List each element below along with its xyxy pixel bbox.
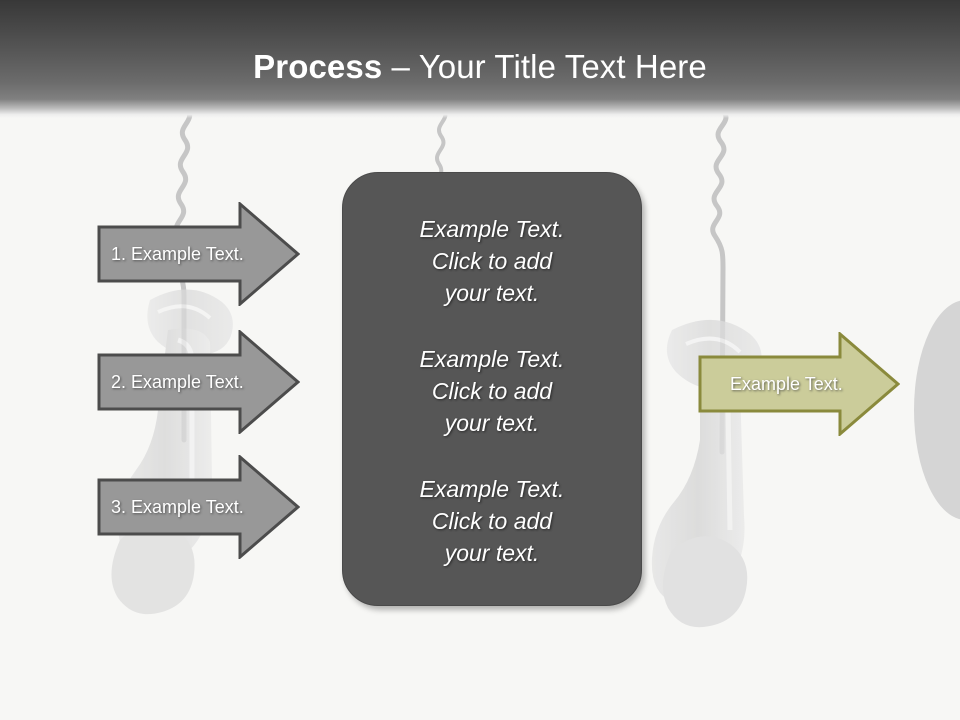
arrow-shape-1 [97, 200, 301, 308]
result-arrow[interactable]: Example Text. [698, 330, 901, 438]
arrow-shape-result [698, 330, 901, 438]
page-title-separator: – [382, 48, 419, 85]
center-panel-text-block-3: Example Text. Click to add your text. [419, 476, 565, 566]
process-step-arrow-3[interactable]: 3. Example Text. [97, 453, 301, 561]
process-step-arrow-2[interactable]: 2. Example Text. [97, 328, 301, 436]
center-panel-text-block-2: Example Text. Click to add your text. [419, 346, 565, 436]
center-panel-text-block-1: Example Text. Click to add your text. [419, 216, 565, 306]
arrow-shape-2 [97, 328, 301, 436]
header-band: Process – Your Title Text Here [0, 0, 960, 118]
page-title-strong: Process [253, 48, 383, 85]
page-title-light: Your Title Text Here [418, 48, 707, 85]
phone-handset-edge-right [914, 300, 960, 520]
center-content-panel[interactable]: Example Text. Click to add your text. Ex… [342, 172, 642, 606]
arrow-shape-3 [97, 453, 301, 561]
page-title: Process – Your Title Text Here [0, 47, 960, 87]
process-step-arrow-1[interactable]: 1. Example Text. [97, 200, 301, 308]
